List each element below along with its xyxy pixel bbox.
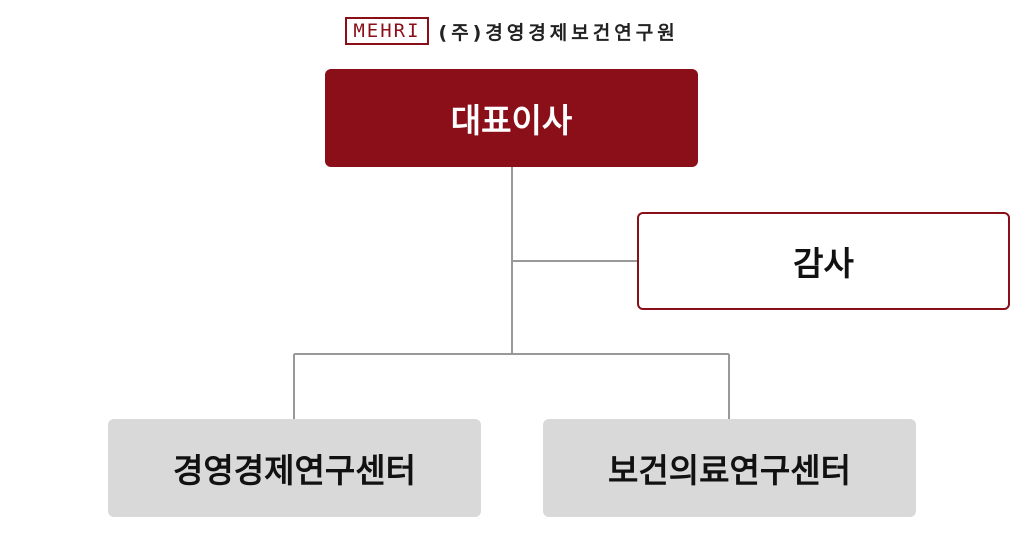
header: MEHRI (주)경영경제보건연구원 [0,14,1024,48]
logo-text: MEHRI [353,19,421,42]
auditor-box: 감사 [637,212,1010,310]
health-medical-center-label: 보건의료연구센터 [608,451,851,490]
management-economics-center-box: 경영경제연구센터 [108,419,481,517]
auditor-label: 감사 [793,244,854,283]
ceo-label: 대표이사 [450,101,573,140]
management-economics-center-label: 경영경제연구센터 [173,451,416,490]
company-logo: MEHRI [345,17,429,45]
organization-name: (주)경영경제보건연구원 [438,21,679,44]
health-medical-center-box: 보건의료연구센터 [543,419,916,517]
ceo-box: 대표이사 [325,69,698,167]
